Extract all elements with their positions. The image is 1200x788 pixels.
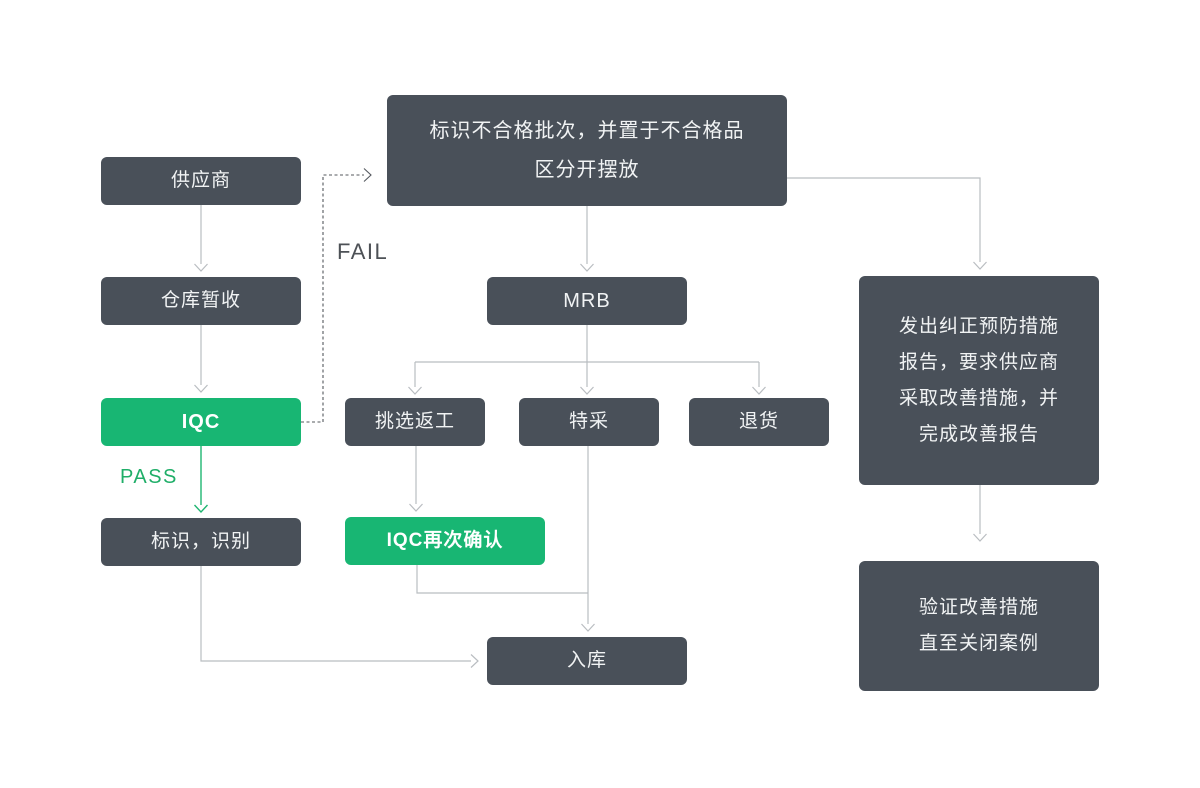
node-capa-report-line4: 完成改善报告 bbox=[918, 423, 1039, 445]
edge-reconfirm-join bbox=[416, 565, 588, 594]
edge-iqc-pass bbox=[193, 446, 209, 514]
edge-iqc-fail-dashed bbox=[301, 168, 372, 423]
edge-warehouse-iqc bbox=[194, 325, 208, 393]
node-verify-close-line2: 直至关闭案例 bbox=[918, 633, 1039, 654]
node-capa-report: 发出纠正预防措施 报告，要求供应商 采取改善措施，并 完成改善报告 bbox=[859, 276, 1099, 485]
node-nonconforming-line1: 标识不合格批次，并置于不合格品 bbox=[429, 119, 745, 142]
edge-nonconforming-mrb bbox=[580, 206, 594, 272]
edge-mark-in bbox=[200, 566, 479, 668]
node-supplier-label: 供应商 bbox=[170, 170, 231, 192]
node-sort-rework-label: 挑选返工 bbox=[374, 411, 455, 433]
node-verify-close-case: 验证改善措施 直至关闭案例 bbox=[859, 561, 1099, 691]
node-mark-identify-label: 标识，识别 bbox=[150, 531, 251, 553]
node-supplier: 供应商 bbox=[101, 157, 301, 205]
node-nonconforming-batch: 标识不合格批次，并置于不合格品 区分开摆放 bbox=[387, 95, 787, 206]
node-mark-identify: 标识，识别 bbox=[101, 518, 301, 566]
node-warehouse-in-label: 入库 bbox=[566, 650, 607, 672]
node-nonconforming-line2: 区分开摆放 bbox=[534, 158, 640, 181]
edge-sort-reconfirm bbox=[409, 446, 423, 512]
node-return-goods-label: 退货 bbox=[738, 411, 779, 433]
node-warehouse-in: 入库 bbox=[487, 637, 687, 685]
node-iqc-reconfirm-label: IQC再次确认 bbox=[386, 530, 504, 552]
edge-label-pass: PASS bbox=[120, 466, 178, 488]
node-mrb-label: MRB bbox=[563, 289, 611, 312]
node-special-acceptance: 特采 bbox=[519, 398, 659, 446]
edge-special-in bbox=[581, 446, 595, 632]
node-mrb: MRB bbox=[487, 277, 687, 325]
node-iqc-label: IQC bbox=[181, 410, 221, 433]
node-warehouse-temp-receive-label: 仓库暂收 bbox=[160, 290, 241, 312]
edge-mrb-split bbox=[408, 325, 766, 395]
edge-nonconforming-capa bbox=[787, 177, 987, 270]
node-verify-close-line1: 验证改善措施 bbox=[918, 597, 1039, 618]
node-capa-report-line3: 采取改善措施，并 bbox=[898, 387, 1059, 409]
node-warehouse-temp-receive: 仓库暂收 bbox=[101, 277, 301, 325]
node-iqc-reconfirm: IQC再次确认 bbox=[345, 517, 545, 565]
node-capa-report-line2: 报告，要求供应商 bbox=[898, 351, 1059, 373]
node-sort-rework: 挑选返工 bbox=[345, 398, 485, 446]
node-return-goods: 退货 bbox=[689, 398, 829, 446]
node-special-acceptance-label: 特采 bbox=[568, 411, 609, 433]
edge-label-fail: FAIL bbox=[337, 239, 389, 264]
edge-supplier-warehouse bbox=[194, 205, 208, 272]
edge-capa-verify bbox=[973, 485, 987, 542]
node-capa-report-line1: 发出纠正预防措施 bbox=[898, 315, 1059, 337]
node-iqc: IQC bbox=[101, 398, 301, 446]
